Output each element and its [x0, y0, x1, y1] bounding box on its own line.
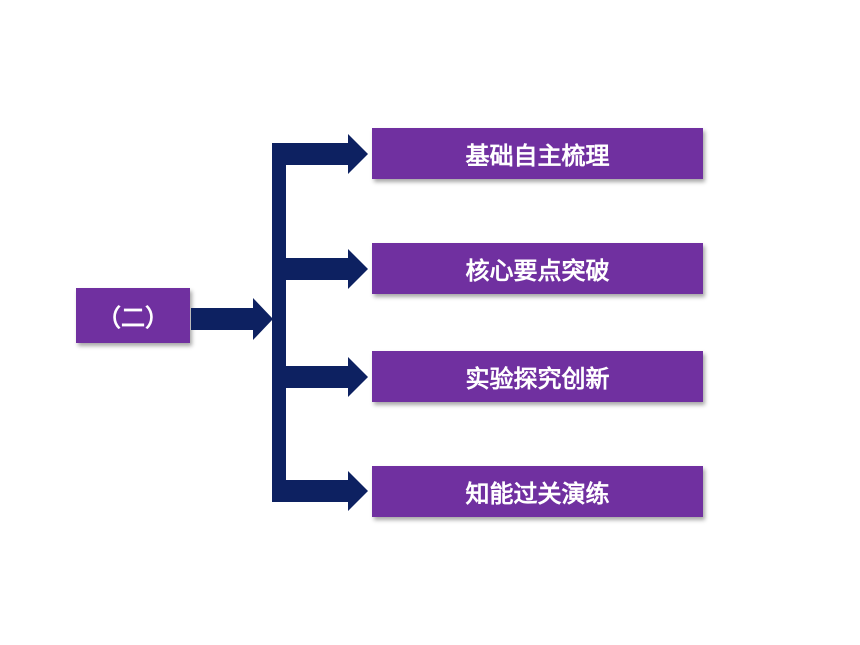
topic-box-key-points[interactable]: 核心要点突破 — [372, 243, 703, 294]
topic-label: 基础自主梳理 — [465, 142, 610, 170]
topic-box-experiment[interactable]: 实验探究创新 — [372, 351, 703, 402]
source-node-label: （二） — [97, 304, 169, 332]
branch-arrow-1 — [286, 134, 368, 174]
topic-box-basics[interactable]: 基础自主梳理 — [372, 128, 703, 179]
source-arrow — [191, 298, 273, 340]
topic-label: 知能过关演练 — [465, 480, 610, 508]
branch-arrow-3 — [286, 357, 368, 397]
bracket-bar — [272, 143, 286, 502]
topic-label: 核心要点突破 — [465, 257, 610, 285]
branch-arrow-2 — [286, 249, 368, 289]
topic-label: 实验探究创新 — [465, 365, 610, 393]
branch-arrow-4 — [286, 471, 368, 511]
source-node: （二） — [76, 288, 190, 343]
topic-box-practice[interactable]: 知能过关演练 — [372, 466, 703, 517]
